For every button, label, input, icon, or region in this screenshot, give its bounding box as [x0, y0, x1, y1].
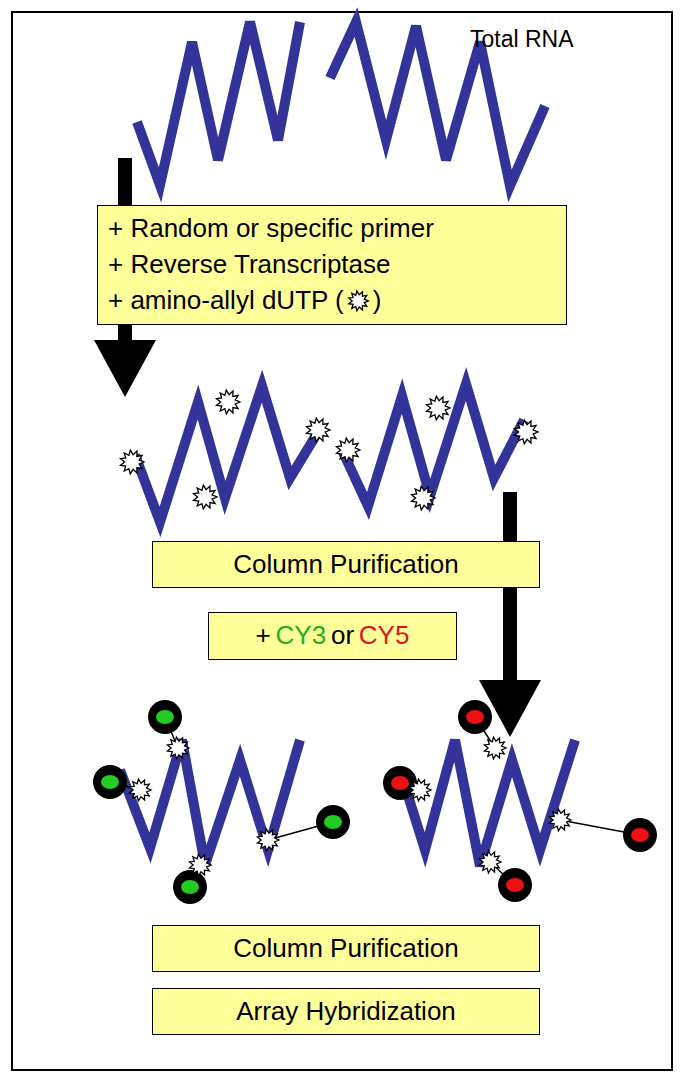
amino-allyl-mark: [549, 809, 571, 831]
amino-allyl-mark: [484, 737, 506, 759]
dye-core: [391, 776, 409, 790]
process-box: Array Hybridization: [152, 988, 540, 1035]
box-text: Column Purification: [233, 934, 458, 964]
amino-allyl-mark: [129, 779, 151, 801]
amino-allyl-mark: [426, 396, 450, 420]
box-text: CY3: [276, 621, 327, 651]
arrow-reverse-transcription-head: [94, 340, 156, 397]
dye-core: [631, 828, 649, 842]
box-text: + amino-allyl dUTP ( ): [108, 286, 381, 316]
box-text: Array Hybridization: [236, 997, 456, 1027]
process-box: +CY3orCY5: [208, 612, 457, 660]
figure-label: Total RNA: [470, 26, 574, 53]
box-content: + Random or specific primer + Reverse Tra…: [108, 214, 434, 316]
box-content: Array Hybridization: [236, 997, 456, 1027]
dye-core: [466, 710, 484, 724]
box-text: Column Purification: [233, 550, 458, 580]
box-text: +: [256, 621, 271, 651]
dye-ring: [623, 818, 657, 852]
amino-allyl-mark: [336, 438, 360, 462]
process-box: Column Purification: [152, 925, 540, 972]
amino-allyl-mark: [409, 779, 431, 801]
box-content: +CY3orCY5: [256, 621, 410, 651]
cdna-strand: [400, 740, 575, 866]
box-content: Column Purification: [233, 934, 458, 964]
dye-ring: [93, 765, 127, 799]
dye-core: [181, 880, 199, 894]
dye-core: [156, 710, 174, 724]
amino-allyl-mark: [189, 854, 211, 876]
amino-allyl-mark: [167, 737, 189, 759]
dye-ring: [173, 870, 207, 904]
cdna-strand: [120, 740, 300, 865]
process-box: + Random or specific primer + Reverse Tra…: [97, 205, 567, 325]
frame-border: [12, 12, 672, 1070]
dye-core: [506, 878, 524, 892]
dye-ring: [148, 700, 182, 734]
amino-allyl-mark: [120, 450, 144, 474]
amino-allyl-mark: [411, 486, 435, 510]
amino-allyl-mark: [257, 829, 279, 851]
dye-ring: [498, 868, 532, 902]
box-text: + Random or specific primer: [108, 214, 434, 244]
dye-ring: [458, 700, 492, 734]
mark-group: [129, 737, 571, 876]
cdna-strand: [342, 384, 524, 506]
box-text: + Reverse Transcriptase: [108, 250, 391, 280]
box-content: Column Purification: [233, 550, 458, 580]
process-box: Column Purification: [152, 541, 540, 588]
amino-allyl-mark: [193, 485, 217, 509]
dye-core: [324, 815, 342, 829]
dye-ring: [383, 766, 417, 800]
amino-allyl-mark: [348, 290, 368, 310]
amino-allyl-mark: [514, 420, 538, 444]
box-text: CY5: [359, 621, 410, 651]
amino-allyl-mark: [216, 390, 240, 414]
amino-allyl-mark: [479, 851, 501, 873]
amino-allyl-mark: [306, 418, 330, 442]
mark-group: [120, 390, 538, 510]
rna-strand: [137, 22, 300, 185]
dye-core: [101, 775, 119, 789]
cdna-strand: [135, 386, 318, 522]
dye-ring: [316, 805, 350, 839]
box-text: or: [331, 621, 354, 651]
